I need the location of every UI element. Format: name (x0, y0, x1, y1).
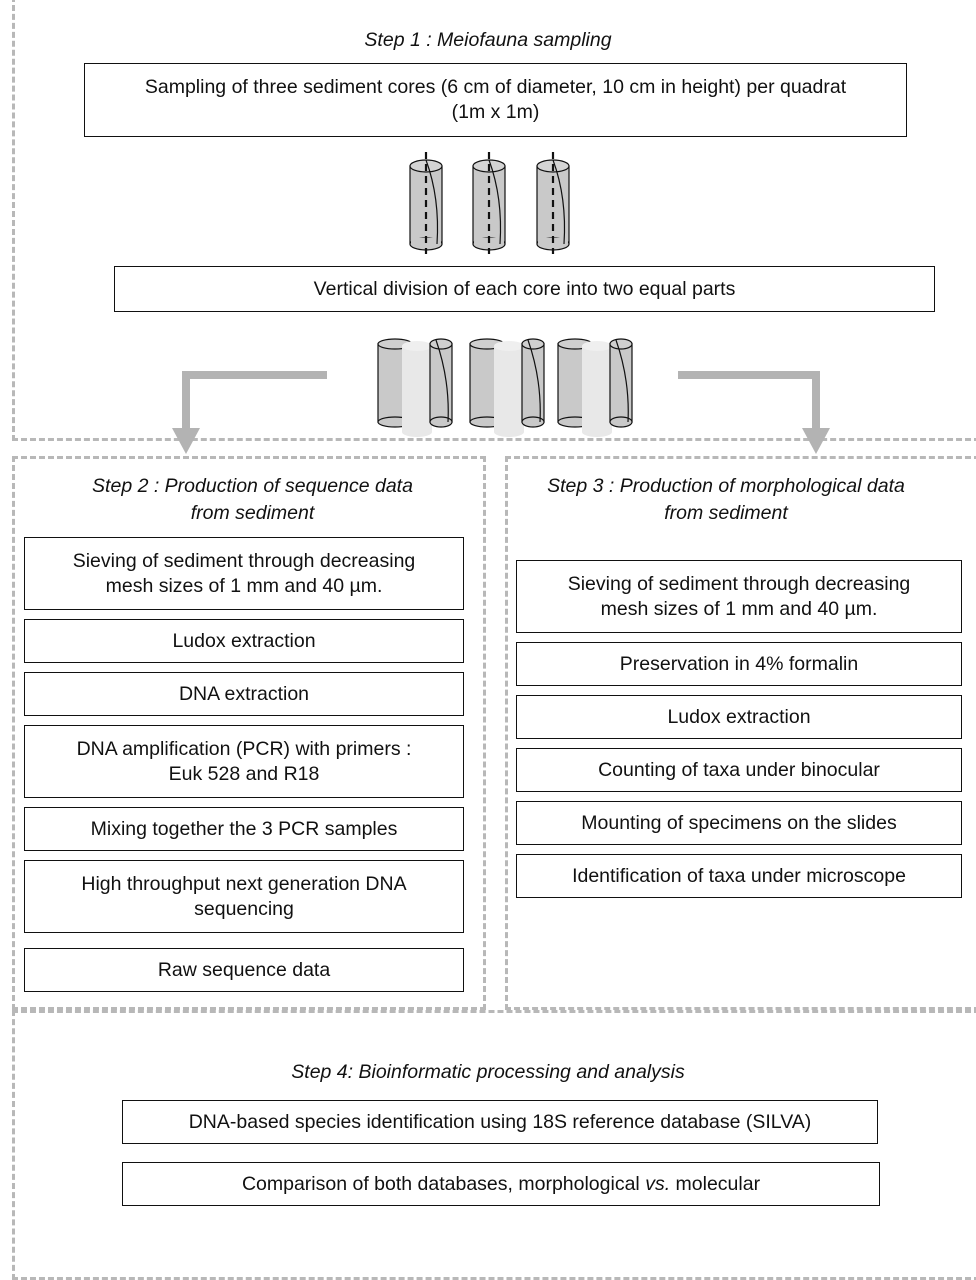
step3-box-3: Ludox extraction (516, 695, 962, 739)
step2-box-4-line2: Euk 528 and R18 (168, 762, 320, 785)
step2-box-6-line1: High throughput next generation DNA (81, 872, 407, 895)
step2-box-1-line1: Sieving of sediment through decreasing (72, 549, 416, 572)
comparison-text-vs: vs. (645, 1172, 671, 1195)
comparison-box: Comparison of both databases, morphologi… (122, 1162, 880, 1206)
step3-panel (505, 456, 976, 1010)
step3-box-1-line2: mesh sizes of 1 mm and 40 µm. (600, 597, 878, 620)
step2-title-line1: Step 2 : Production of sequence data (92, 475, 413, 497)
split-core-3 (557, 338, 633, 437)
step2-box-1: Sieving of sediment through decreasing m… (24, 537, 464, 610)
step3-box-2: Preservation in 4% formalin (516, 642, 962, 686)
identification-box: DNA-based species identification using 1… (122, 1100, 878, 1144)
arrow-right (678, 371, 830, 454)
step2-title-line2: from sediment (190, 502, 315, 524)
split-core-2 (469, 338, 545, 437)
step2-box-3: DNA extraction (24, 672, 464, 716)
step2-box-4-line1: DNA amplification (PCR) with primers : (76, 737, 412, 760)
step2-box-2: Ludox extraction (24, 619, 464, 663)
step4-title: Step 4: Bioinformatic processing and ana… (291, 1061, 685, 1083)
step2-box-7: Raw sequence data (24, 948, 464, 992)
sampling-text-line2: (1m x 1m) (451, 101, 540, 123)
sampling-text-line1: Sampling of three sediment cores (6 cm o… (144, 76, 847, 98)
step4-panel (12, 1010, 976, 1280)
step2-box-5: Mixing together the 3 PCR samples (24, 807, 464, 851)
step3-box-4: Counting of taxa under binocular (516, 748, 962, 792)
comparison-text-after: molecular (670, 1172, 761, 1195)
sampling-box: Sampling of three sediment cores (6 cm o… (84, 63, 907, 137)
step3-box-6: Identification of taxa under microscope (516, 854, 962, 898)
arrow-left (172, 371, 327, 454)
step3-title-line2: from sediment (664, 502, 788, 524)
step3-box-1-line1: Sieving of sediment through decreasing (567, 572, 911, 595)
step2-box-1-line2: mesh sizes of 1 mm and 40 µm. (105, 574, 383, 597)
step3-title-line1: Step 3 : Production of morphological dat… (547, 475, 905, 497)
sediment-cores-split (377, 338, 633, 437)
core-3 (536, 152, 570, 254)
step1-title: Step 1 : Meiofauna sampling (364, 29, 612, 51)
step2-box-4: DNA amplification (PCR) with primers : E… (24, 725, 464, 798)
comparison-text-before: Comparison of both databases, morphologi… (241, 1172, 646, 1195)
step3-box-5: Mounting of specimens on the slides (516, 801, 962, 845)
step3-box-1: Sieving of sediment through decreasing m… (516, 560, 962, 633)
core-1 (409, 152, 443, 254)
step1-panel (12, 0, 976, 441)
core-2 (472, 152, 506, 254)
division-box: Vertical division of each core into two … (114, 266, 935, 312)
step2-panel (12, 456, 486, 1010)
sediment-cores-whole (409, 152, 570, 254)
step2-box-6: High throughput next generation DNA sequ… (24, 860, 464, 933)
split-core-1 (377, 338, 453, 437)
step2-box-6-line2: sequencing (194, 897, 294, 920)
